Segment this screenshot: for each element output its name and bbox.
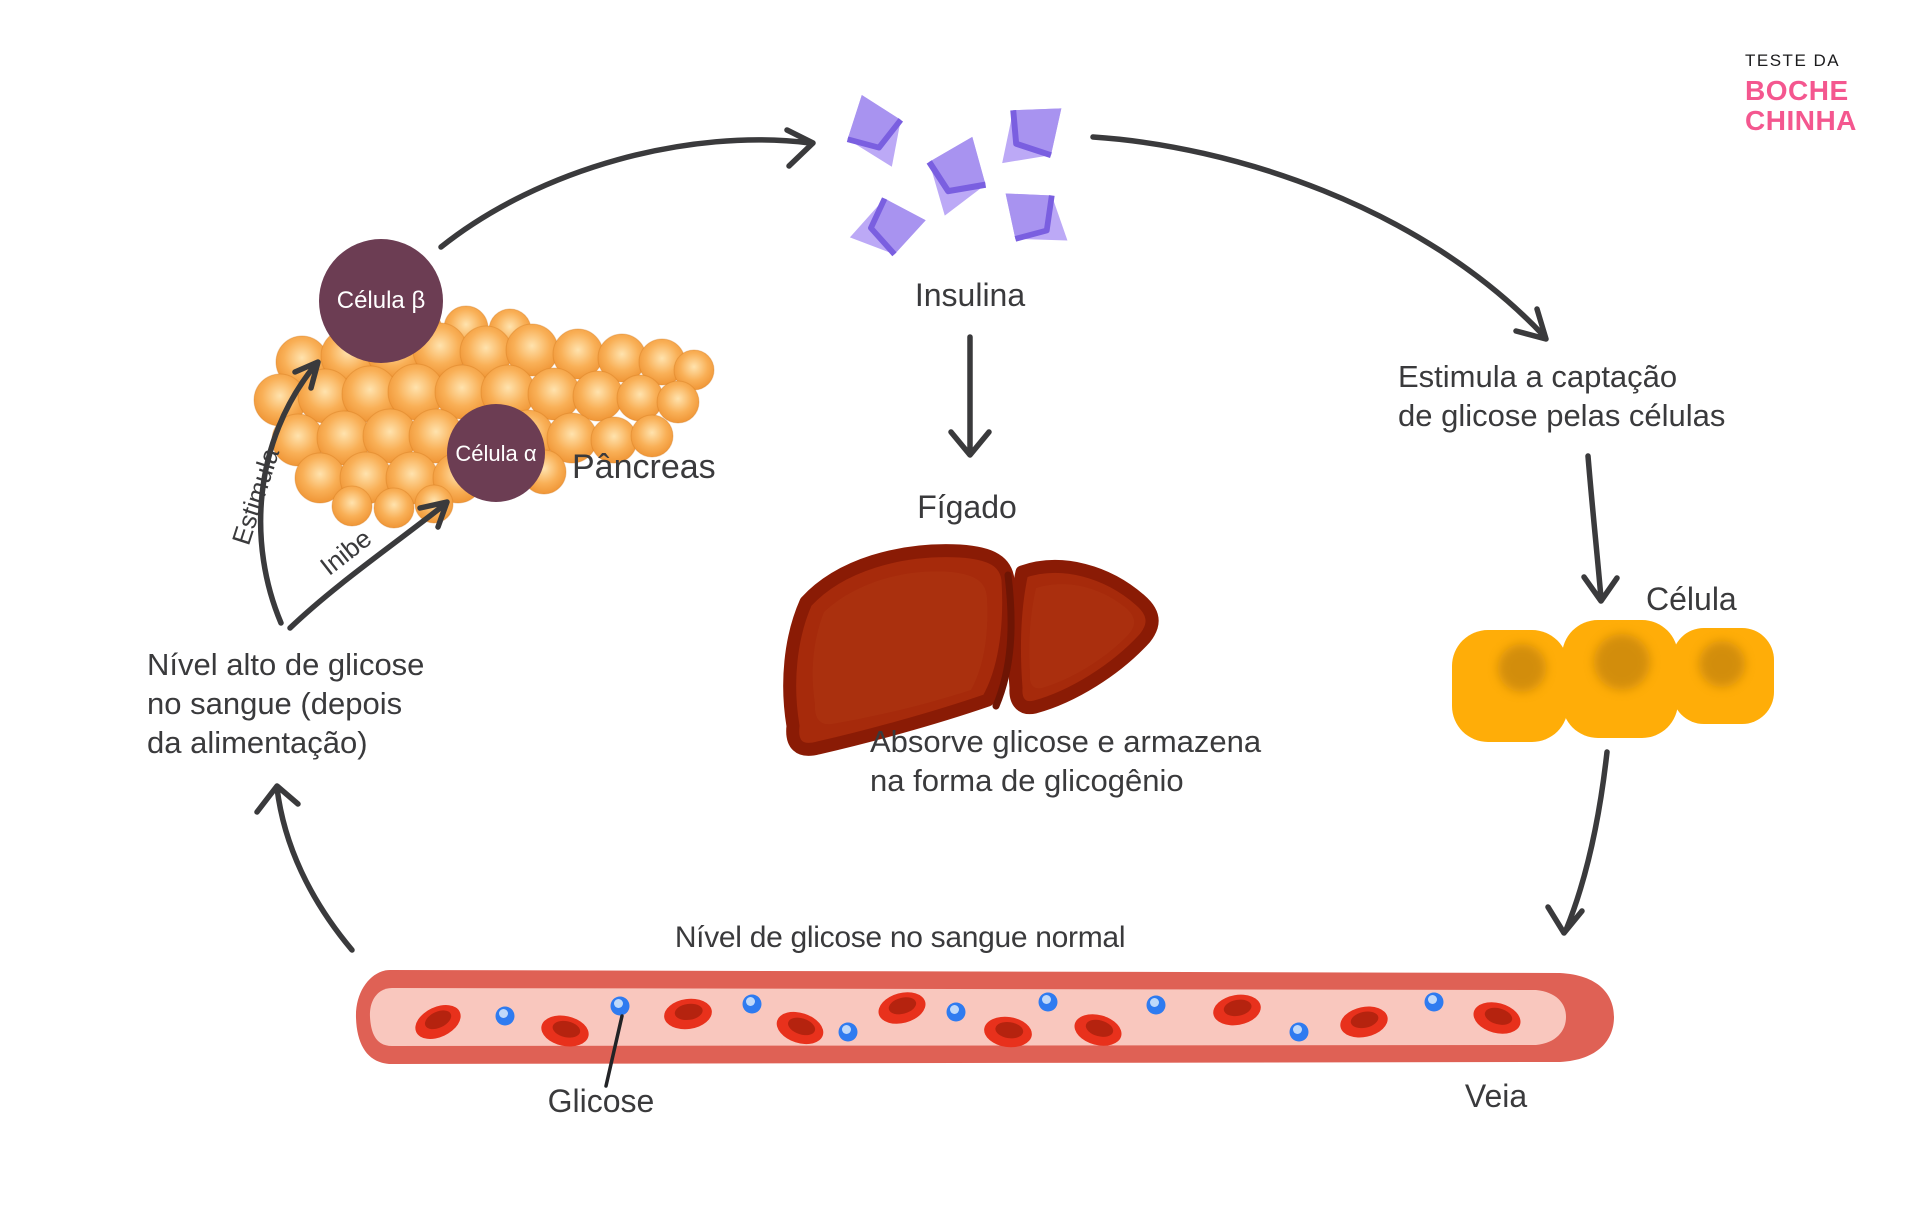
pancreas-sphere	[331, 485, 373, 527]
pancreas-sphere	[656, 380, 700, 424]
insulin-crystals	[832, 84, 1083, 266]
glucose-label: Glicose	[547, 1083, 655, 1119]
liver-illustration	[783, 544, 1159, 756]
pancreas-sphere	[616, 374, 664, 422]
logo-name-line1: BOCHE	[1745, 75, 1849, 106]
arrow-insulin-to-liver	[948, 334, 992, 458]
insulin-label: Insulina	[914, 277, 1026, 313]
pancreas-sphere	[630, 414, 674, 458]
arrow-beta-to-insulin	[438, 127, 816, 250]
uptake-line2: de glicose pelas células	[1398, 398, 1726, 433]
pancreas-sphere	[373, 487, 415, 529]
uptake-annotation: Estimula a captação de glicose pelas cél…	[1398, 357, 1725, 435]
beta-cell-circle	[319, 239, 443, 363]
vein-label: Veia	[1464, 1078, 1528, 1114]
beta-cell-label: Célula β	[336, 287, 426, 314]
pancreas-sphere	[572, 370, 624, 422]
logo: TESTE DA BOCHE CHINHA	[1745, 46, 1857, 136]
liver-function-line1: Absorve glicose e armazena	[870, 724, 1262, 759]
liver-label: Fígado	[917, 489, 1017, 525]
glucose-dot	[495, 1006, 515, 1026]
pancreas-label: Pâncreas	[572, 448, 716, 486]
arrow-uptake-to-cells	[1581, 453, 1620, 604]
glucose-dot	[838, 1022, 858, 1042]
glucose-dot	[742, 994, 762, 1014]
arrow-vessel-to-high-glucose	[254, 783, 355, 953]
normal-glucose-title: Nível de glicose no sangue normal	[674, 921, 1126, 954]
glucose-dot	[1424, 992, 1444, 1012]
glucose-dot	[1146, 995, 1166, 1015]
high-glucose-line1: Nível alto de glicose	[147, 647, 425, 682]
flow-arrows	[254, 127, 1620, 953]
cell-label: Célula	[1646, 581, 1737, 617]
arrow-cells-to-vessel	[1545, 749, 1610, 936]
arrow-inibe-to-alpha-cell	[287, 499, 450, 631]
uptake-line1: Estimula a captação	[1398, 359, 1678, 394]
glucose-dot	[1038, 992, 1058, 1012]
alpha-cell-circle	[447, 404, 545, 502]
alpha-cell-label: Célula α	[455, 441, 537, 466]
glucose-dot	[610, 996, 630, 1016]
body-cells-illustration	[1452, 620, 1774, 742]
arrow-estimula-to-beta-cell	[257, 359, 321, 626]
logo-kicker: TESTE DA	[1745, 51, 1841, 70]
high-glucose-line2: no sangue (depois	[147, 686, 403, 721]
high-glucose-line3: da alimentação)	[147, 725, 368, 760]
glucose-pointer-line	[604, 1014, 624, 1088]
glucose-dot	[946, 1002, 966, 1022]
liver-function-line2: na forma de glicogênio	[870, 763, 1184, 798]
arrow-insulin-to-uptake	[1090, 134, 1549, 342]
high-glucose-annotation: Nível alto de glicose no sangue (depois …	[147, 645, 424, 762]
blood-vessel-illustration	[355, 970, 1614, 1088]
logo-name-line2: CHINHA	[1745, 105, 1857, 136]
glucose-dot	[1289, 1022, 1309, 1042]
liver-function-annotation: Absorve glicose e armazena na forma de g…	[870, 722, 1261, 800]
